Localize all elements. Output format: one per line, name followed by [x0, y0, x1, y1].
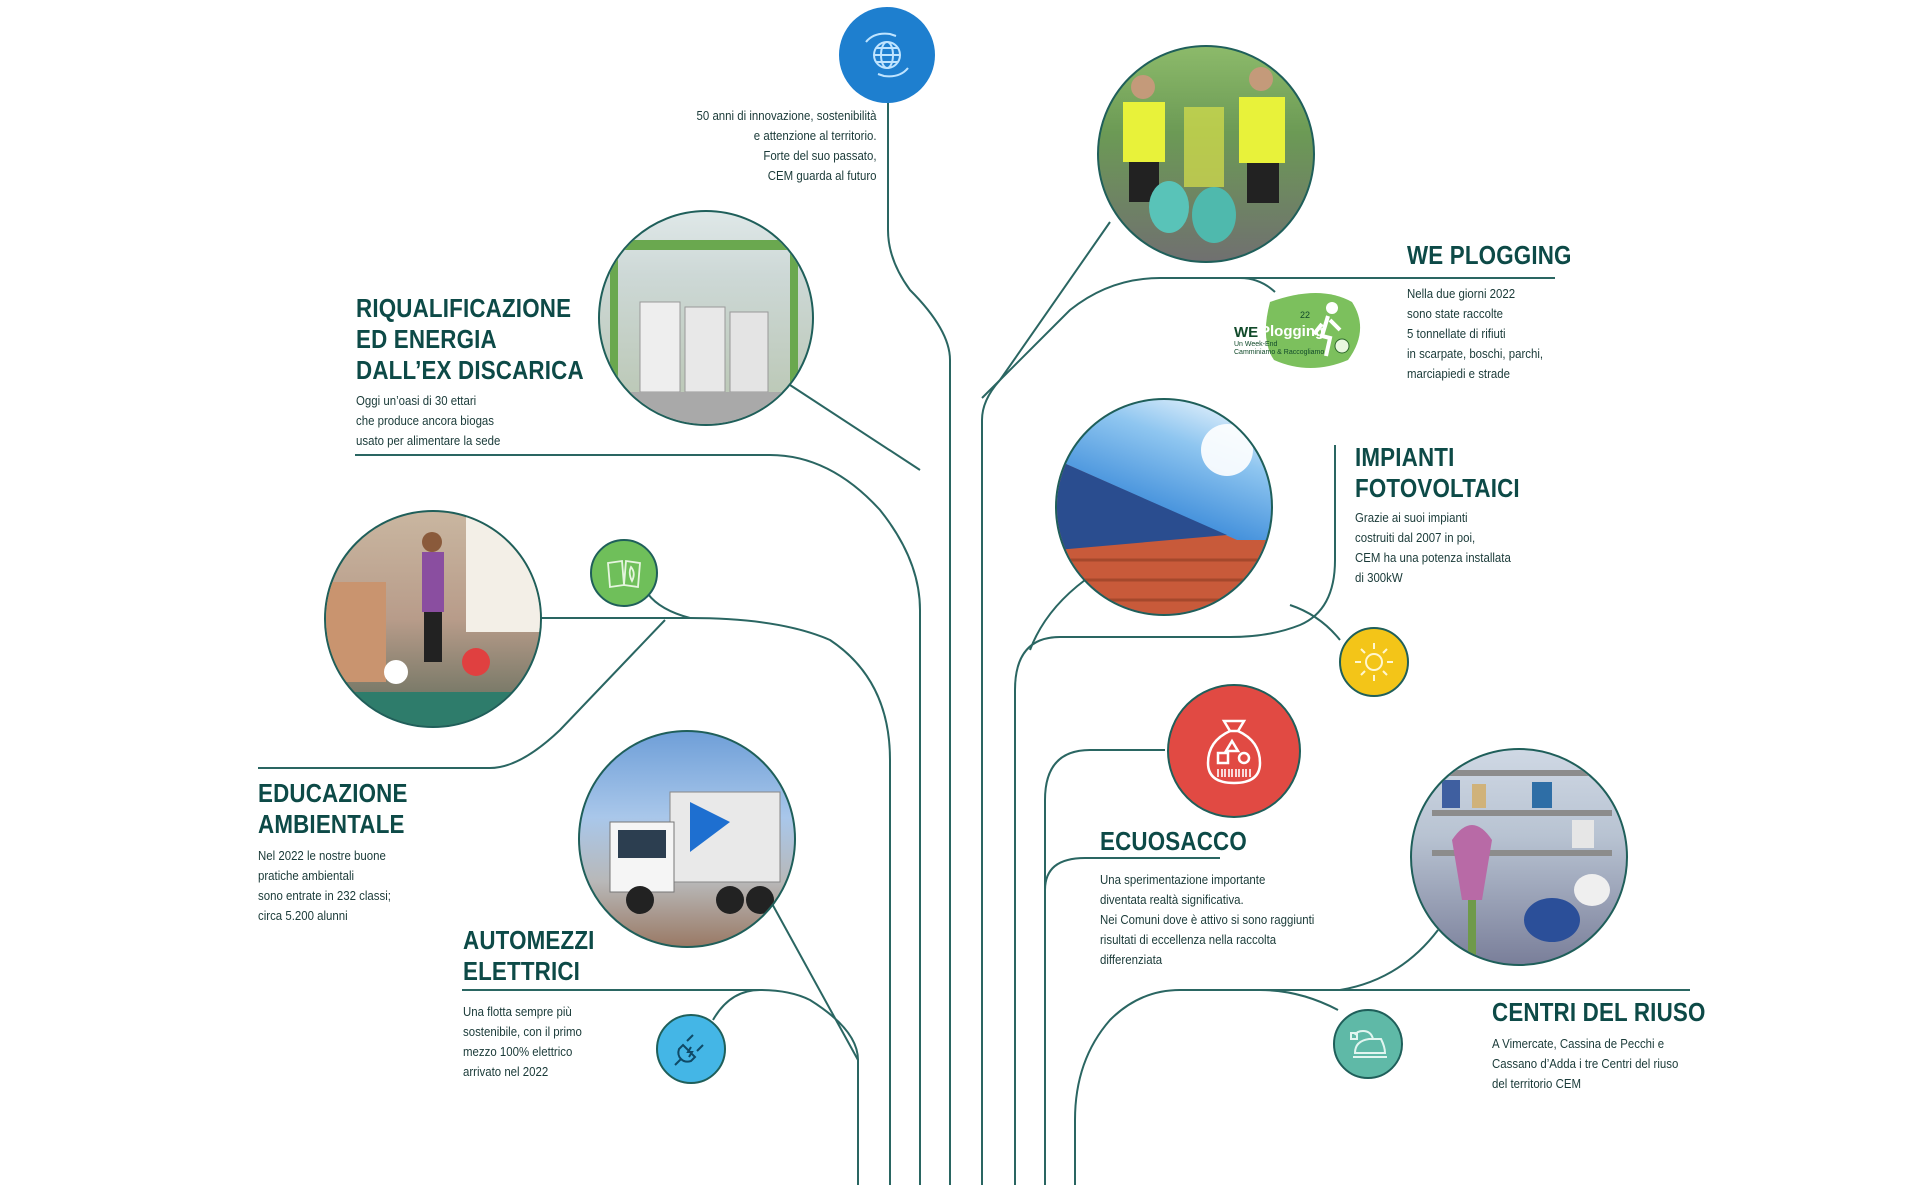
branch-educazione [540, 617, 891, 1185]
text-line: pratiche ambientali [258, 868, 355, 883]
intro-line: 50 anni di innovazione, sostenibilità [697, 108, 877, 123]
intro-line: CEM guarda al futuro [768, 168, 877, 183]
riqualificazione-text: Oggi un’oasi di 30 ettari che produce an… [356, 391, 500, 451]
text-line: Nei Comuni dove è attivo si sono raggiun… [1100, 912, 1315, 927]
logo-sub1-text: Un Week-End [1234, 341, 1278, 348]
branch-book [647, 593, 691, 619]
title-line: AUTOMEZZI [463, 925, 595, 955]
title-line: EDUCAZIONE [258, 778, 408, 808]
text-line: Nel 2022 le nostre buone [258, 848, 386, 863]
intro-line: e attenzione al territorio. [754, 128, 877, 143]
title-line: CENTRI DEL RIUSO [1492, 997, 1706, 1027]
educazione-title: EDUCAZIONE AMBIENTALE [258, 778, 408, 840]
riuso-title: CENTRI DEL RIUSO [1492, 997, 1706, 1028]
title-line: ECUOSACCO [1100, 826, 1247, 856]
title-line: IMPIANTI [1355, 442, 1455, 472]
reuse-center-photo [1410, 748, 1628, 966]
title-line: ELETTRICI [463, 956, 581, 986]
branch-educazione-lower [258, 619, 666, 769]
logo-we-text: WE [1234, 324, 1259, 341]
branch-fotovoltaici [1014, 445, 1336, 1185]
title-line: ED ENERGIA [356, 324, 497, 354]
solar-panels-photo [1055, 398, 1273, 616]
text-line: sono entrate in 232 classi; [258, 888, 391, 903]
branch-iron [1259, 989, 1339, 1011]
text-line: sostenibile, con il primo [463, 1024, 582, 1039]
electric-truck-photo [578, 730, 796, 948]
text-line: differenziata [1100, 952, 1163, 967]
educazione-text: Nel 2022 le nostre buone pratiche ambien… [258, 846, 391, 926]
branch-weplogging [981, 277, 1555, 399]
title-line: AMBIENTALE [258, 809, 405, 839]
text-line: Una flotta sempre più [463, 1004, 572, 1019]
riqualificazione-title: RIQUALIFICAZIONE ED ENERGIA DALL’EX DISC… [356, 293, 584, 386]
branch-fotovoltaici-photo [1029, 579, 1086, 651]
text-line: mezzo 100% elettrico [463, 1044, 573, 1059]
iron-plug-icon [1333, 1009, 1403, 1079]
text-line: risultati di eccellenza nella raccolta [1100, 932, 1277, 947]
branch-riqualificazione [355, 454, 921, 1185]
text-line: del territorio CEM [1492, 1076, 1582, 1091]
riuso-text: A Vimercate, Cassina de Pecchi e Cassano… [1492, 1034, 1678, 1094]
trunk-line [887, 95, 951, 1185]
branch-riuso-photo [1339, 929, 1439, 991]
title-line: DALL’EX DISCARICA [356, 355, 584, 385]
text-line: costruiti dal 2007 in poi, [1355, 530, 1476, 545]
text-line: usato per alimentare la sede [356, 433, 501, 448]
automezzi-title: AUTOMEZZI ELETTRICI [463, 925, 595, 987]
ecuosacco-title: ECUOSACCO [1100, 826, 1247, 857]
text-line: in scarpate, boschi, parchi, [1407, 346, 1544, 361]
automezzi-text: Una flotta sempre più sostenibile, con i… [463, 1002, 582, 1082]
intro-text: 50 anni di innovazione, sostenibilità e … [697, 106, 877, 186]
weplogging-text: Nella due giorni 2022 sono state raccolt… [1407, 284, 1543, 384]
branch-automezzi-photo [769, 899, 859, 1061]
text-line: di 300kW [1355, 570, 1403, 585]
sack-icon [1167, 684, 1301, 818]
weplogging-logo: WE Plogging 22 Un Week-End Camminiamo & … [1230, 290, 1370, 370]
branch-automezzi [462, 989, 859, 1185]
title-line: FOTOVOLTAICI [1355, 473, 1520, 503]
text-line: diventata realtà significativa. [1100, 892, 1244, 907]
branch-riqualificazione-photo [789, 384, 921, 471]
text-line: arrivato nel 2022 [463, 1064, 549, 1079]
fotovoltaici-text: Grazie ai suoi impianti costruiti dal 20… [1355, 508, 1511, 588]
branch-riuso [1074, 989, 1690, 1185]
book-leaf-icon [590, 539, 658, 607]
logo-plogging-text: Plogging [1260, 323, 1325, 340]
text-line: 5 tonnellate di rifiuti [1407, 326, 1506, 341]
text-line: circa 5.200 alunni [258, 908, 348, 923]
logo-year-text: 22 [1300, 310, 1311, 320]
ecuosacco-text: Una sperimentazione importante diventata… [1100, 870, 1314, 970]
sun-icon [1339, 627, 1409, 697]
text-line: Grazie ai suoi impianti [1355, 510, 1468, 525]
fotovoltaici-title: IMPIANTI FOTOVOLTAICI [1355, 442, 1520, 504]
globe-hands-icon [839, 7, 935, 103]
text-line: CEM ha una potenza installata [1355, 550, 1511, 565]
biogas-plant-photo [598, 210, 814, 426]
branch-plug [712, 989, 761, 1021]
title-line: RIQUALIFICAZIONE [356, 293, 572, 323]
text-line: Oggi un’oasi di 30 ettari [356, 393, 477, 408]
text-line: che produce ancora biogas [356, 413, 495, 428]
text-line: Cassano d’Adda i tre Centri del riuso [1492, 1056, 1679, 1071]
text-line: Una sperimentazione importante [1100, 872, 1266, 887]
plogging-volunteers-photo [1097, 45, 1315, 263]
branch-ecuosacco-icon [1044, 749, 1165, 900]
text-line: marciapiedi e strade [1407, 366, 1511, 381]
electric-plug-icon [656, 1014, 726, 1084]
text-line: Nella due giorni 2022 [1407, 286, 1516, 301]
branch-weplogging-logo [1239, 277, 1276, 293]
text-line: A Vimercate, Cassina de Pecchi e [1492, 1036, 1665, 1051]
text-line: sono state raccolte [1407, 306, 1504, 321]
title-line: WE PLOGGING [1407, 240, 1572, 270]
intro-line: Forte del suo passato, [763, 148, 877, 163]
branch-sun [1289, 604, 1341, 641]
weplogging-title: WE PLOGGING [1407, 240, 1572, 271]
classroom-photo [324, 510, 542, 728]
logo-sub2-text: Camminiamo & Raccogliamo [1234, 349, 1325, 356]
